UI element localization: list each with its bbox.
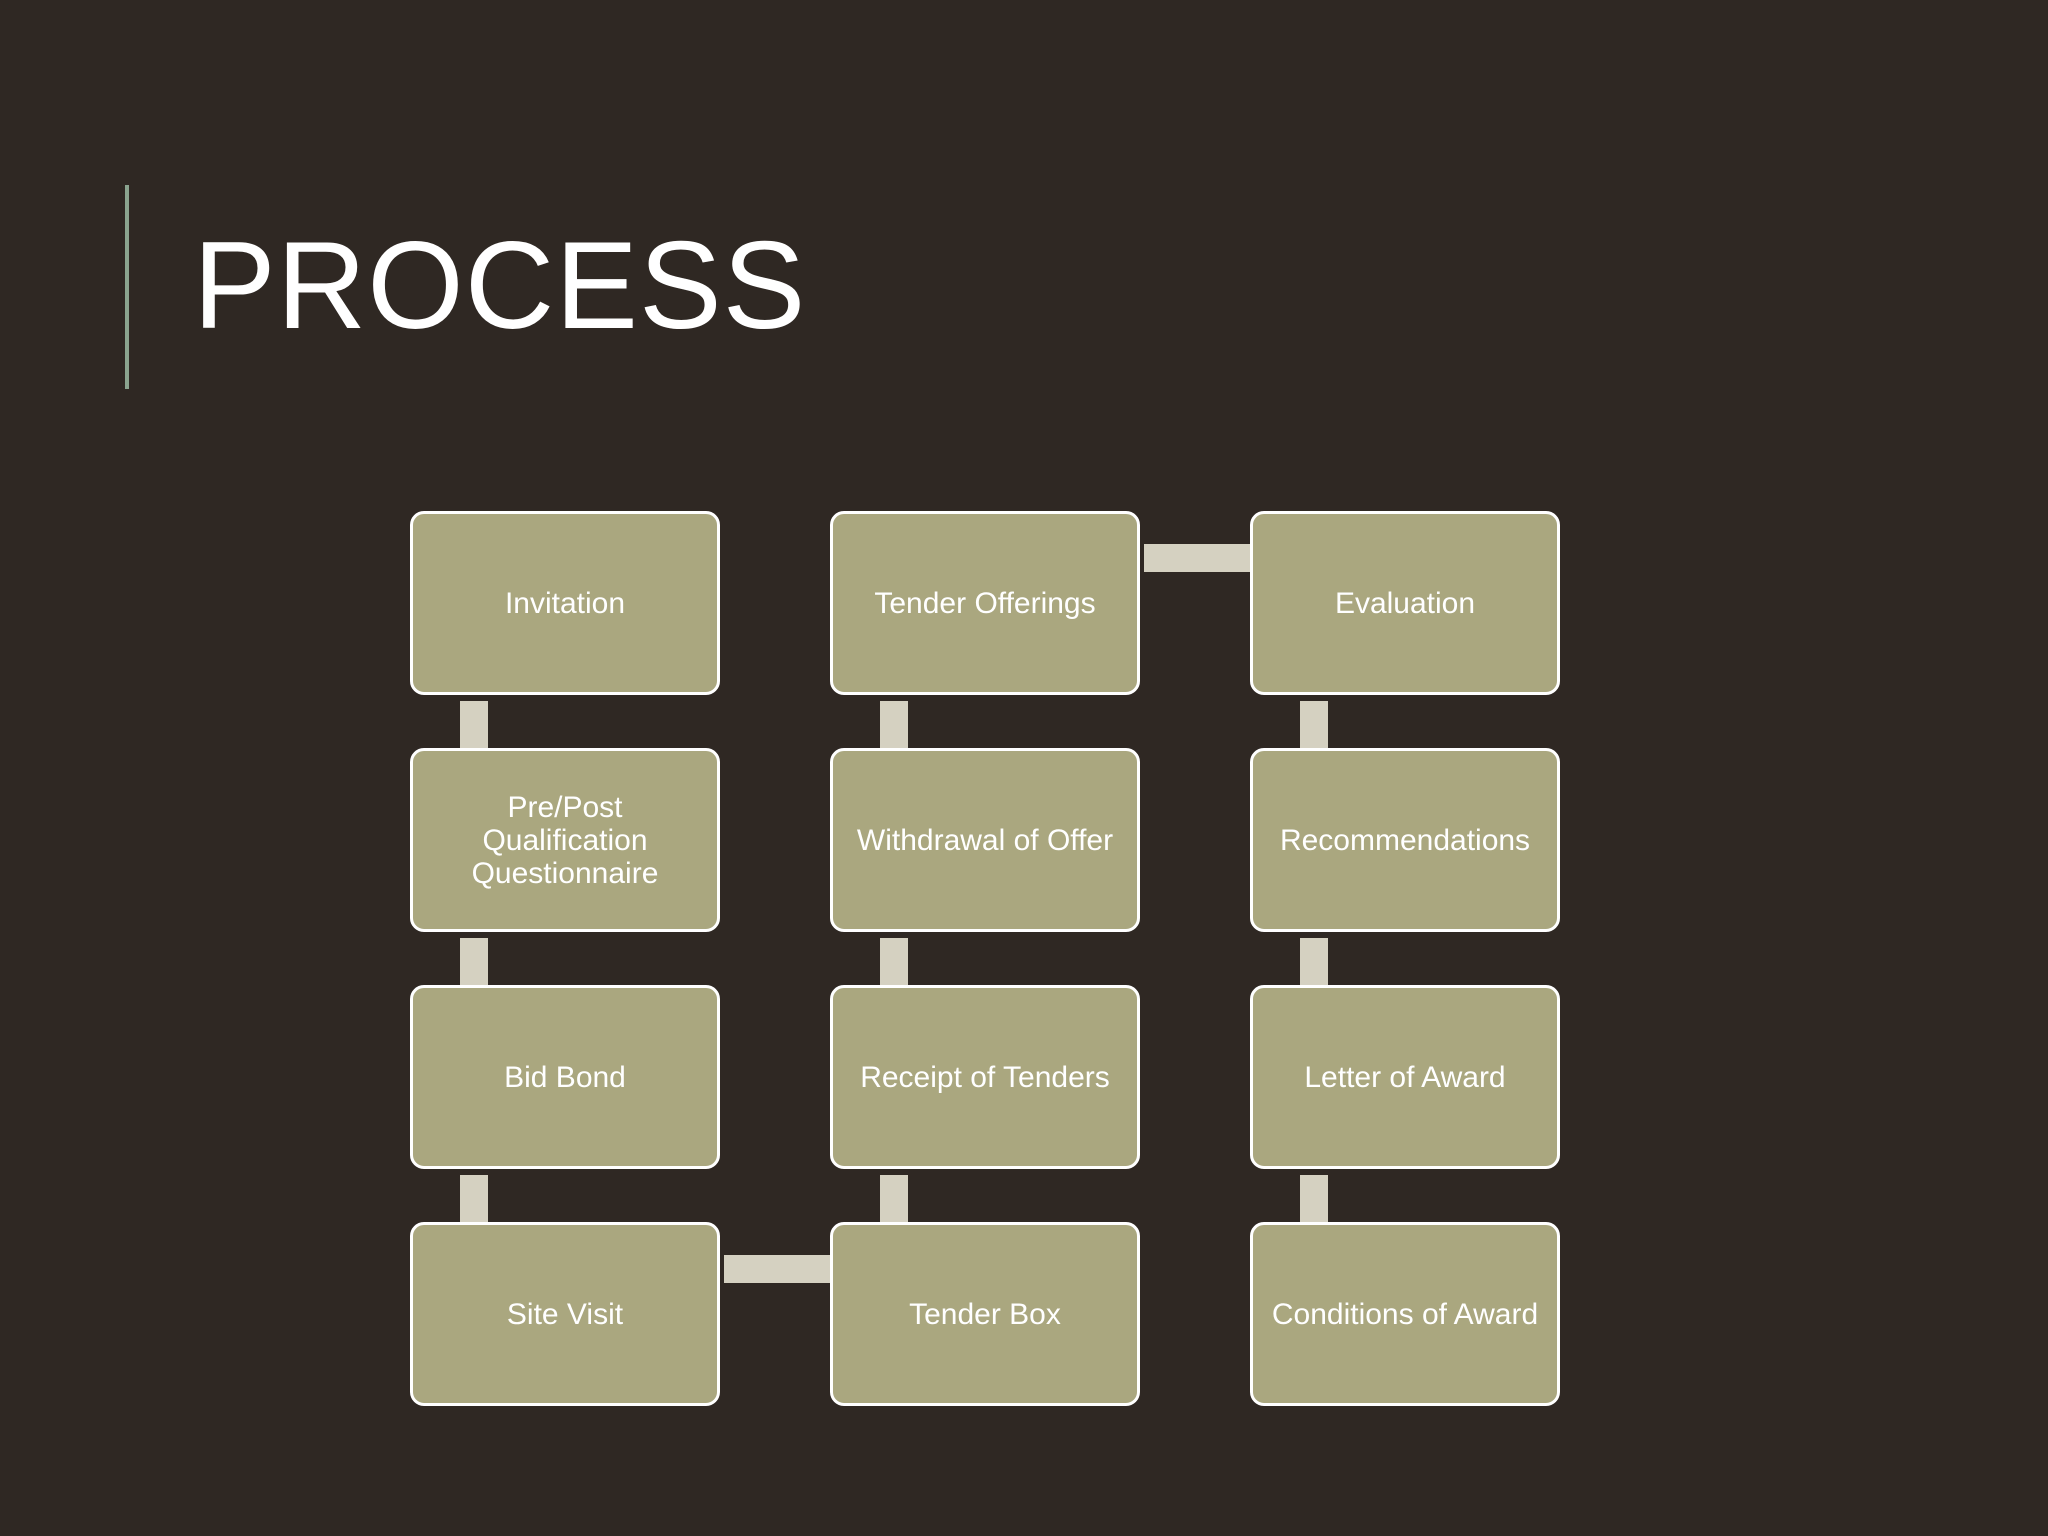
connector-withdrawal-receipt — [880, 938, 908, 986]
step-withdrawal-of-offer: Withdrawal of Offer — [830, 748, 1140, 932]
step-label: Tender Box — [909, 1297, 1061, 1331]
step-label: Conditions of Award — [1271, 1297, 1539, 1331]
step-label: Receipt of Tenders — [860, 1060, 1110, 1094]
connector-tenderofferings-evaluation — [1144, 544, 1252, 572]
connector-bidbond-sitevisit — [460, 1175, 488, 1223]
title-accent-bar — [125, 185, 129, 389]
connector-tenderofferings-withdrawal — [880, 701, 908, 749]
step-label: Site Visit — [506, 1297, 624, 1331]
step-bid-bond: Bid Bond — [410, 985, 720, 1169]
slide-title: PROCESS — [193, 217, 807, 355]
connector-letter-conditions — [1300, 1175, 1328, 1223]
step-invitation: Invitation — [410, 511, 720, 695]
connector-prepost-bidbond — [460, 938, 488, 986]
step-label: Evaluation — [1334, 586, 1476, 620]
step-site-visit: Site Visit — [410, 1222, 720, 1406]
connector-sitevisit-tenderbox — [724, 1255, 832, 1283]
step-label: Bid Bond — [504, 1060, 626, 1094]
step-label: Invitation — [504, 586, 626, 620]
connector-invitation-prepost — [460, 701, 488, 749]
step-label: Pre/Post Qualification Questionnaire — [471, 790, 659, 890]
step-label: Recommendations — [1279, 823, 1531, 857]
connector-evaluation-recommendations — [1300, 701, 1328, 749]
step-recommendations: Recommendations — [1250, 748, 1560, 932]
connector-receipt-tenderbox — [880, 1175, 908, 1223]
step-receipt-of-tenders: Receipt of Tenders — [830, 985, 1140, 1169]
step-label: Withdrawal of Offer — [856, 823, 1114, 857]
step-tender-offerings: Tender Offerings — [830, 511, 1140, 695]
step-letter-of-award: Letter of Award — [1250, 985, 1560, 1169]
step-tender-box: Tender Box — [830, 1222, 1140, 1406]
step-prepost-qualification-questionnaire: Pre/Post Qualification Questionnaire — [410, 748, 720, 932]
step-evaluation: Evaluation — [1250, 511, 1560, 695]
step-label: Letter of Award — [1304, 1060, 1506, 1094]
step-conditions-of-award: Conditions of Award — [1250, 1222, 1560, 1406]
step-label: Tender Offerings — [874, 586, 1096, 620]
connector-recommendations-letter — [1300, 938, 1328, 986]
